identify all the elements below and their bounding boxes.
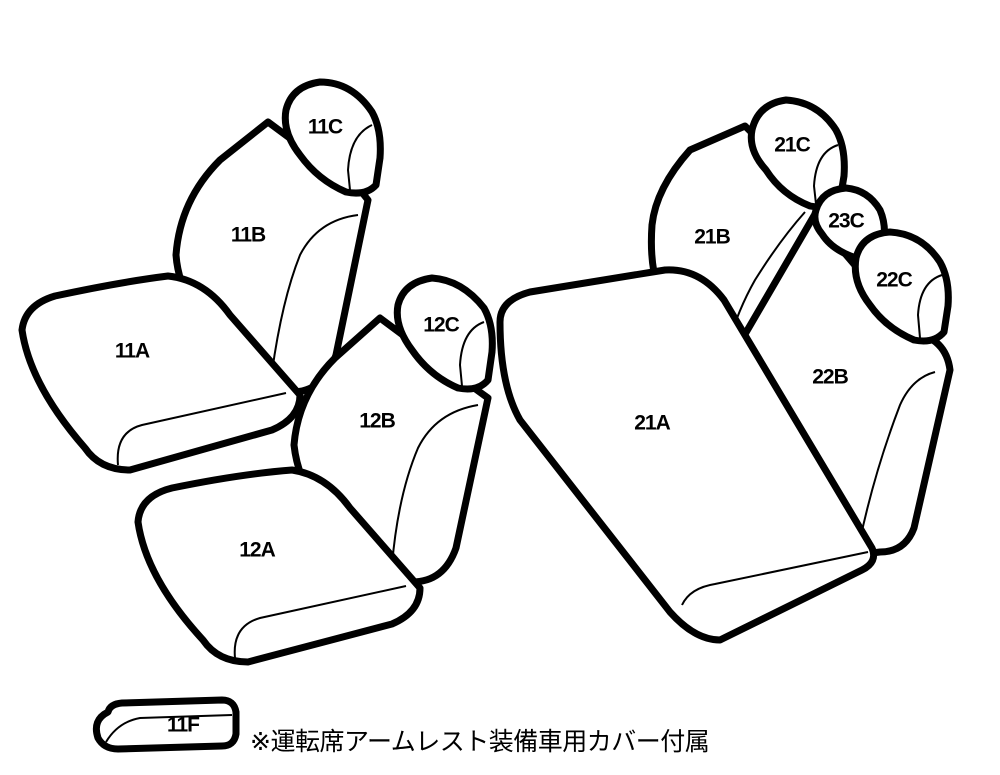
label-11c: 11C <box>308 116 343 139</box>
rear-headrest-22c <box>851 228 952 345</box>
label-23c: 23C <box>828 210 864 233</box>
rear-seat-cushion <box>496 266 878 644</box>
armrest-note: ※運転席アームレスト装備車用カバー付属 <box>250 727 710 756</box>
label-22c: 22C <box>876 269 912 292</box>
label-21a: 21A <box>634 412 670 435</box>
label-11b: 11B <box>231 224 266 247</box>
front-seat-1-cushion <box>18 272 304 474</box>
label-22b: 22B <box>812 366 848 389</box>
label-12b: 12B <box>359 410 395 433</box>
armrest-cover <box>92 696 240 753</box>
label-21c: 21C <box>774 134 810 157</box>
label-21b: 21B <box>694 226 730 249</box>
label-12c: 12C <box>423 314 459 337</box>
front-seat-2-headrest <box>393 274 496 393</box>
label-11a: 11A <box>115 340 150 363</box>
label-11f: 11F <box>167 714 200 737</box>
front-seat-1-headrest <box>281 78 384 197</box>
front-seat-2-cushion <box>134 466 424 666</box>
label-12a: 12A <box>239 539 275 562</box>
